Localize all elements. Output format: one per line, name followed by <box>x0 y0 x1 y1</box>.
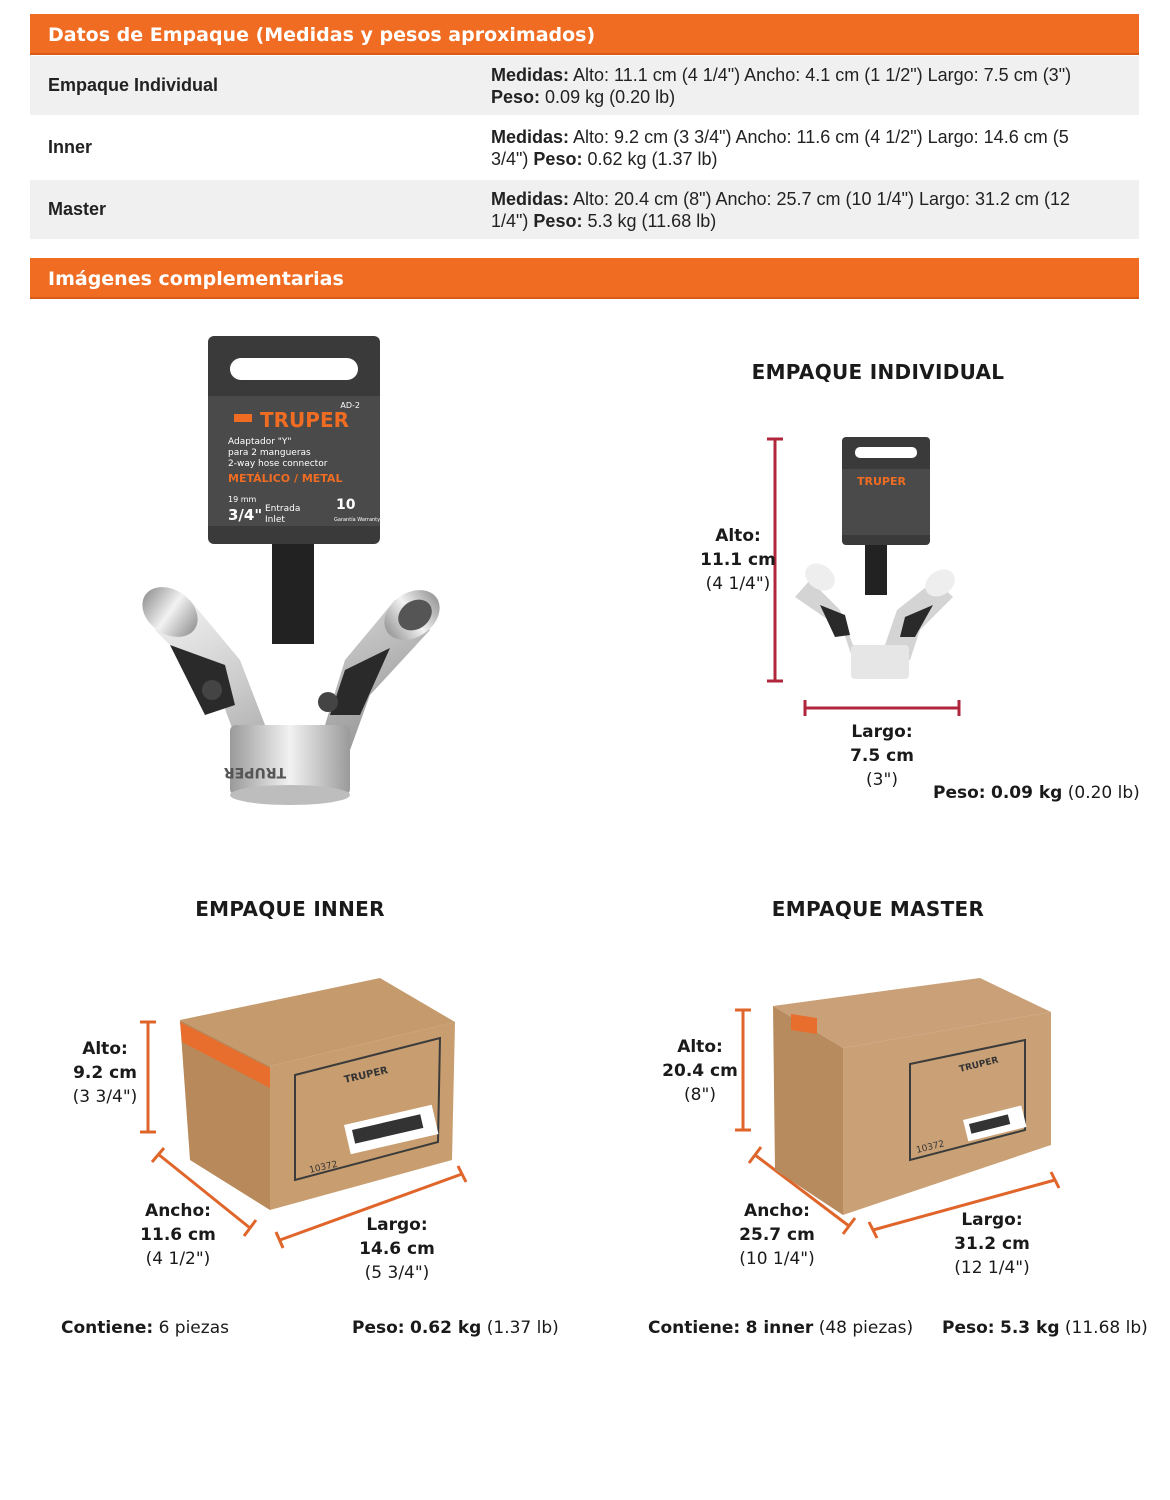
card-line2: para 2 mangueras <box>228 448 311 458</box>
individual-diagram: TRUPER <box>767 437 961 716</box>
table-row: Inner Medidas: Alto: 9.2 cm (3 3/4") Anc… <box>30 118 1139 180</box>
table-row: Empaque Individual Medidas: Alto: 11.1 c… <box>30 56 1139 118</box>
card-material: METÁLICO / METAL <box>228 472 342 485</box>
card-warranty-num: 10 <box>336 497 356 513</box>
medidas-label: Medidas: <box>491 64 570 85</box>
card-line1: Adaptador "Y" <box>228 437 292 447</box>
inner-alto-label: Alto: 9.2 cm (3 3/4") <box>72 1039 138 1107</box>
master-box-diagram: 10372 TRUPER <box>735 978 1061 1239</box>
table-row: Master Medidas: Alto: 20.4 cm (8") Ancho… <box>30 180 1139 242</box>
master-ancho-label: Ancho: 25.7 cm (10 1/4") <box>739 1201 815 1269</box>
row-value: Medidas: Alto: 9.2 cm (3 3/4") Ancho: 11… <box>491 126 1139 170</box>
row-value: Medidas: Alto: 20.4 cm (8") Ancho: 25.7 … <box>491 188 1139 232</box>
peso-value: 0.62 kg (1.37 lb) <box>587 148 718 169</box>
medidas-value: Alto: 11.1 cm (4 1/4") Ancho: 4.1 cm (1 … <box>573 64 1072 85</box>
medidas-value: Alto: 9.2 cm (3 3/4") Ancho: 11.6 cm (4 … <box>491 126 1069 169</box>
inner-ancho-line <box>157 1152 251 1230</box>
product-photo: AD-2 TRUPER Adaptador "Y" para 2 manguer… <box>142 336 440 805</box>
peso-value: 5.3 kg (11.68 lb) <box>587 210 717 231</box>
peso-label: Peso: <box>533 148 583 169</box>
master-alto-label: Alto: 20.4 cm (8") <box>662 1037 738 1105</box>
inner-peso: Peso: 0.62 kg (1.37 lb) <box>352 1318 559 1338</box>
card-inlet2: Inlet <box>265 515 285 525</box>
inner-ancho-label: Ancho: 11.6 cm (4 1/2") <box>140 1201 216 1269</box>
card-model: AD-2 <box>340 401 360 410</box>
medidas-value: Alto: 20.4 cm (8") Ancho: 25.7 cm (10 1/… <box>491 188 1071 231</box>
images-section-header: Imágenes complementarias <box>30 258 1139 299</box>
row-label: Inner <box>48 137 93 157</box>
master-largo-label: Largo: 31.2 cm (12 1/4") <box>954 1210 1030 1278</box>
row-value: Medidas: Alto: 11.1 cm (4 1/4") Ancho: 4… <box>491 64 1139 108</box>
peso-value: 0.09 kg (0.20 lb) <box>545 86 676 107</box>
inner-title: EMPAQUE INNER <box>195 897 385 921</box>
card-brand: TRUPER <box>260 408 349 432</box>
card-line3: 2-way hose connector <box>228 459 328 469</box>
row-label: Empaque Individual <box>48 75 219 95</box>
medidas-label: Medidas: <box>491 126 570 147</box>
master-ancho-line <box>754 1153 850 1228</box>
individual-largo-label: Largo: 7.5 cm (3") <box>850 722 914 790</box>
master-peso: Peso: 5.3 kg (11.68 lb) <box>942 1318 1148 1338</box>
card-inlet1: Entrada <box>265 504 300 514</box>
master-title: EMPAQUE MASTER <box>771 897 985 921</box>
card-size-mm: 19 mm <box>228 495 257 504</box>
individual-title: EMPAQUE INDIVIDUAL <box>751 360 1005 384</box>
inner-contiene: Contiene: 6 piezas <box>61 1318 229 1338</box>
packing-section-header: Datos de Empaque (Medidas y pesos aproxi… <box>30 14 1139 55</box>
master-largo-line <box>872 1178 1056 1232</box>
inner-largo-label: Largo: 14.6 cm (5 3/4") <box>359 1215 435 1283</box>
row-label: Master <box>48 199 107 219</box>
peso-label: Peso: <box>533 210 583 231</box>
inner-largo-line <box>279 1172 463 1242</box>
card-size-in: 3/4" <box>228 506 262 524</box>
card-warranty-text: Garantía Warranty <box>334 516 380 523</box>
packing-table: Empaque Individual Medidas: Alto: 11.1 c… <box>30 56 1139 242</box>
peso-label: Peso: <box>491 86 541 107</box>
individual-peso: Peso: 0.09 kg (0.20 lb) <box>933 783 1140 803</box>
master-contiene: Contiene: 8 inner (48 piezas) <box>648 1318 914 1338</box>
mini-card-brand: TRUPER <box>857 475 906 488</box>
medidas-label: Medidas: <box>491 188 570 209</box>
inner-box-diagram: 10372 TRUPER <box>140 978 468 1249</box>
individual-alto-label: Alto: 11.1 cm (4 1/4") <box>700 526 776 594</box>
connector-brand: TRUPER <box>224 764 287 780</box>
